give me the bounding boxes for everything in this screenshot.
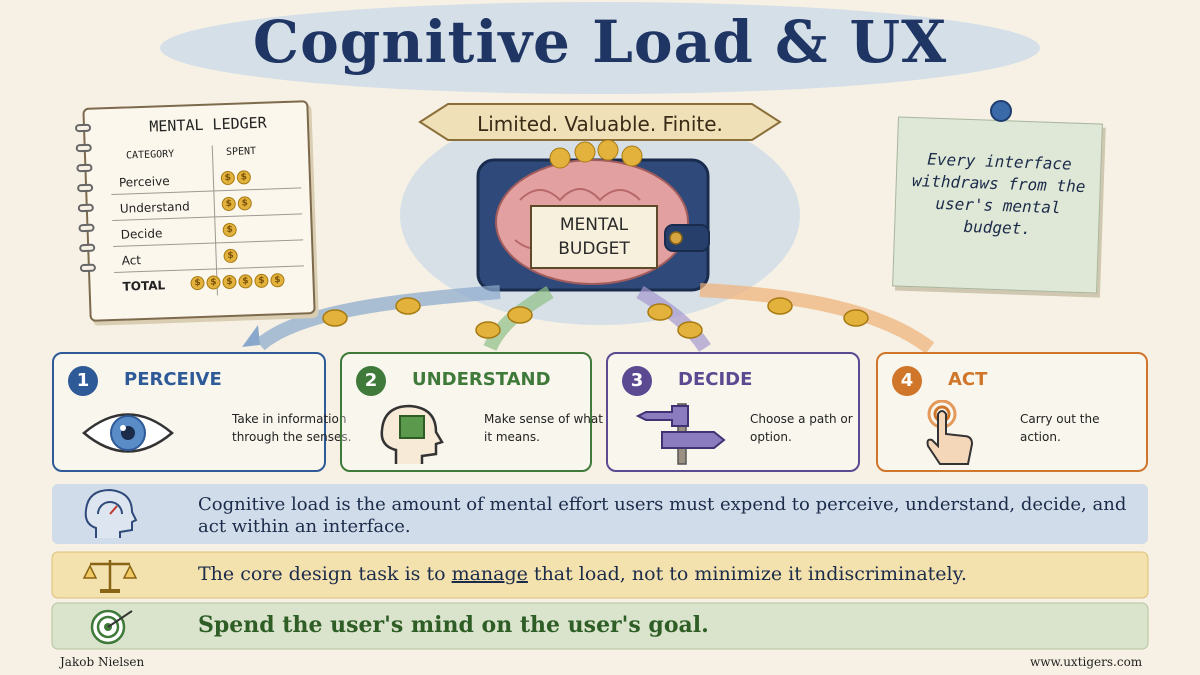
budget-label-line2: BUDGET (558, 239, 630, 259)
coin-icon: $ (223, 248, 238, 264)
coin-icon: $ (221, 196, 237, 212)
head-puzzle-icon (380, 404, 444, 464)
goal-text: Spend the user's mind on the user's goal… (198, 612, 709, 638)
ledger-coins: $$$$$$ (190, 273, 285, 291)
step-number: 3 (622, 366, 652, 396)
task-text: The core design task is to manage that l… (198, 563, 967, 585)
ledger-total-row: TOTAL $$$$$$ (114, 268, 305, 299)
flying-coins (322, 297, 869, 339)
task-text-after: that load, not to minimize it indiscrimi… (527, 563, 967, 585)
tagline: Limited. Valuable. Finite. (477, 112, 723, 136)
step-description: Make sense of what it means. (484, 412, 603, 444)
ledger-col-category: CATEGORY (125, 148, 175, 162)
step-description: Take in information through the senses. (232, 412, 352, 444)
author-credit: Jakob Nielsen (60, 655, 145, 669)
ledger-coins: $ (223, 248, 238, 264)
arrow-decide (636, 285, 711, 352)
coin-icon: $ (220, 170, 236, 186)
task-text-before: The core design task is to (198, 563, 452, 585)
ledger-coins: $$ (221, 196, 253, 212)
ledger-col-spent: SPENT (225, 145, 257, 159)
coin-icon: $ (238, 274, 253, 289)
step-card-act: 4 ACT Carry out the action. (876, 352, 1148, 472)
ledger-coins: $$ (220, 170, 252, 186)
ledger-total-label: TOTAL (122, 278, 166, 294)
site-url[interactable]: www.uxtigers.com (1030, 655, 1143, 669)
definition-band: Cognitive load is the amount of mental e… (52, 484, 1148, 544)
page-title: Cognitive Load & UX (252, 8, 948, 76)
task-band: The core design task is to manage that l… (52, 552, 1148, 598)
ledger-category: Decide (120, 226, 163, 242)
task-text-highlight: manage (451, 563, 528, 585)
coin-icon: $ (254, 273, 269, 289)
mental-ledger: MENTAL LEDGER CATEGORY SPENT Perceive $$… (74, 100, 316, 322)
target-icon (90, 609, 133, 645)
head-gauge-icon (84, 488, 138, 538)
pushpin-icon (990, 100, 1012, 122)
coin-icon: $ (236, 170, 252, 185)
step-number: 4 (892, 366, 922, 396)
step-card-understand: 2 UNDERSTAND Make sense of what it means… (340, 352, 603, 472)
step-description: Carry out the action. (1020, 412, 1100, 444)
step-title: ACT (948, 369, 988, 390)
coin-icon: $ (190, 275, 205, 291)
coin-icon: $ (206, 275, 221, 290)
definition-text: Cognitive load is the amount of mental e… (198, 494, 1127, 537)
step-number: 1 (68, 366, 98, 396)
coin-icon: $ (222, 274, 237, 290)
ledger-title: MENTAL LEDGER (149, 113, 267, 136)
step-title: UNDERSTAND (412, 369, 551, 390)
signpost-icon (635, 403, 726, 465)
ledger-coins: $ (222, 222, 237, 238)
eye-icon (82, 413, 174, 453)
coin-icon: $ (222, 222, 237, 238)
ribbon-banner (418, 103, 782, 141)
step-card-decide: 3 DECIDE Choose a path or option. (606, 352, 860, 472)
mental-budget-label: MENTAL BUDGET (530, 205, 658, 269)
ledger-category: Perceive (118, 174, 170, 190)
step-title: DECIDE (678, 369, 753, 390)
step-card-perceive: 1 PERCEIVE Take in information through t… (52, 352, 351, 472)
tap-hand-icon (926, 400, 974, 465)
ledger-category: Act (121, 253, 142, 268)
step-description: Choose a path or option. (750, 412, 853, 444)
note-text: Every interface withdraws from the user'… (911, 149, 1086, 239)
coin-icon: $ (237, 196, 253, 211)
coin-icon: $ (270, 273, 285, 288)
step-number: 2 (356, 366, 386, 396)
goal-band: Spend the user's mind on the user's goal… (52, 603, 1148, 649)
ledger-category: Understand (119, 199, 190, 216)
budget-label-line1: MENTAL (559, 215, 629, 235)
arrow-perceive (255, 285, 501, 351)
arrow-act (699, 283, 935, 354)
scales-icon (82, 560, 138, 593)
sticky-note: Every interface withdraws from the user'… (892, 116, 1103, 294)
step-title: PERCEIVE (124, 369, 222, 390)
